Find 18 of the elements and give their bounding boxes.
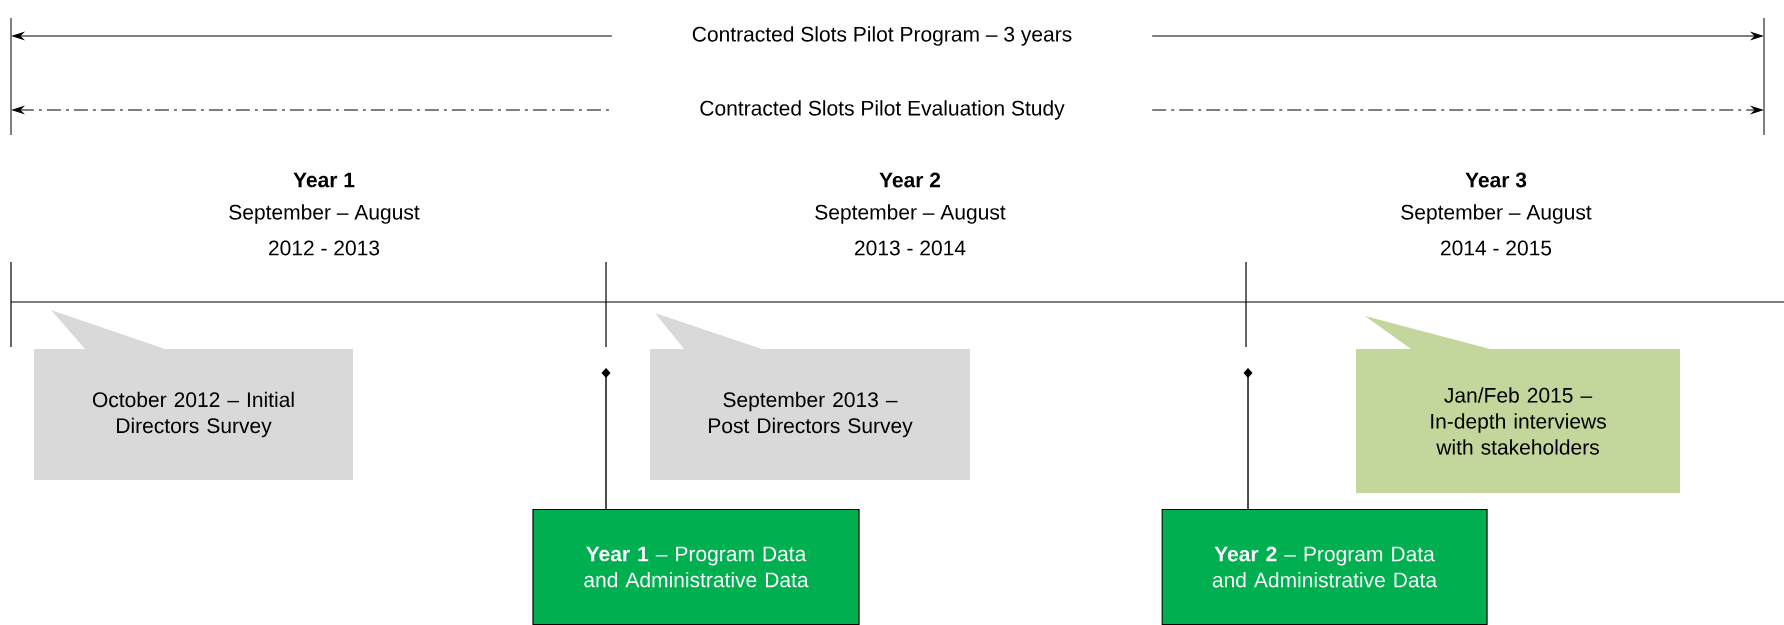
year-label: September – August <box>1401 204 1592 224</box>
diamond-line <box>601 368 611 510</box>
year-label: 2013 - 2014 <box>855 240 966 256</box>
data-box: Year 1 – Program Data and Administrative Data <box>532 508 860 625</box>
data-box: Year 2 – Program Data and Administrative Data <box>1161 508 1488 625</box>
year-label: Year 1 <box>293 172 355 188</box>
banner-label: Contracted Slots Pilot Evaluation Study <box>700 100 1065 120</box>
year-label: 2012 - 2013 <box>269 240 380 256</box>
callout-box: Jan/Feb 2015 – In-depth interviews with stakeholders <box>1356 316 1680 493</box>
year-label: 2014 - 2015 <box>1441 240 1552 256</box>
year-label: September – August <box>815 204 1006 224</box>
callout-box: September 2013 – Post Directors Survey <box>650 313 970 480</box>
diamond-line <box>1243 368 1253 510</box>
year-label: Year 2 <box>879 172 941 188</box>
year-label: Year 3 <box>1465 172 1527 188</box>
callout-box: October 2012 – Initial Directors Survey <box>34 310 353 480</box>
year-label: September – August <box>229 204 420 224</box>
banner-label: Contracted Slots Pilot Program – 3 years <box>692 26 1072 46</box>
